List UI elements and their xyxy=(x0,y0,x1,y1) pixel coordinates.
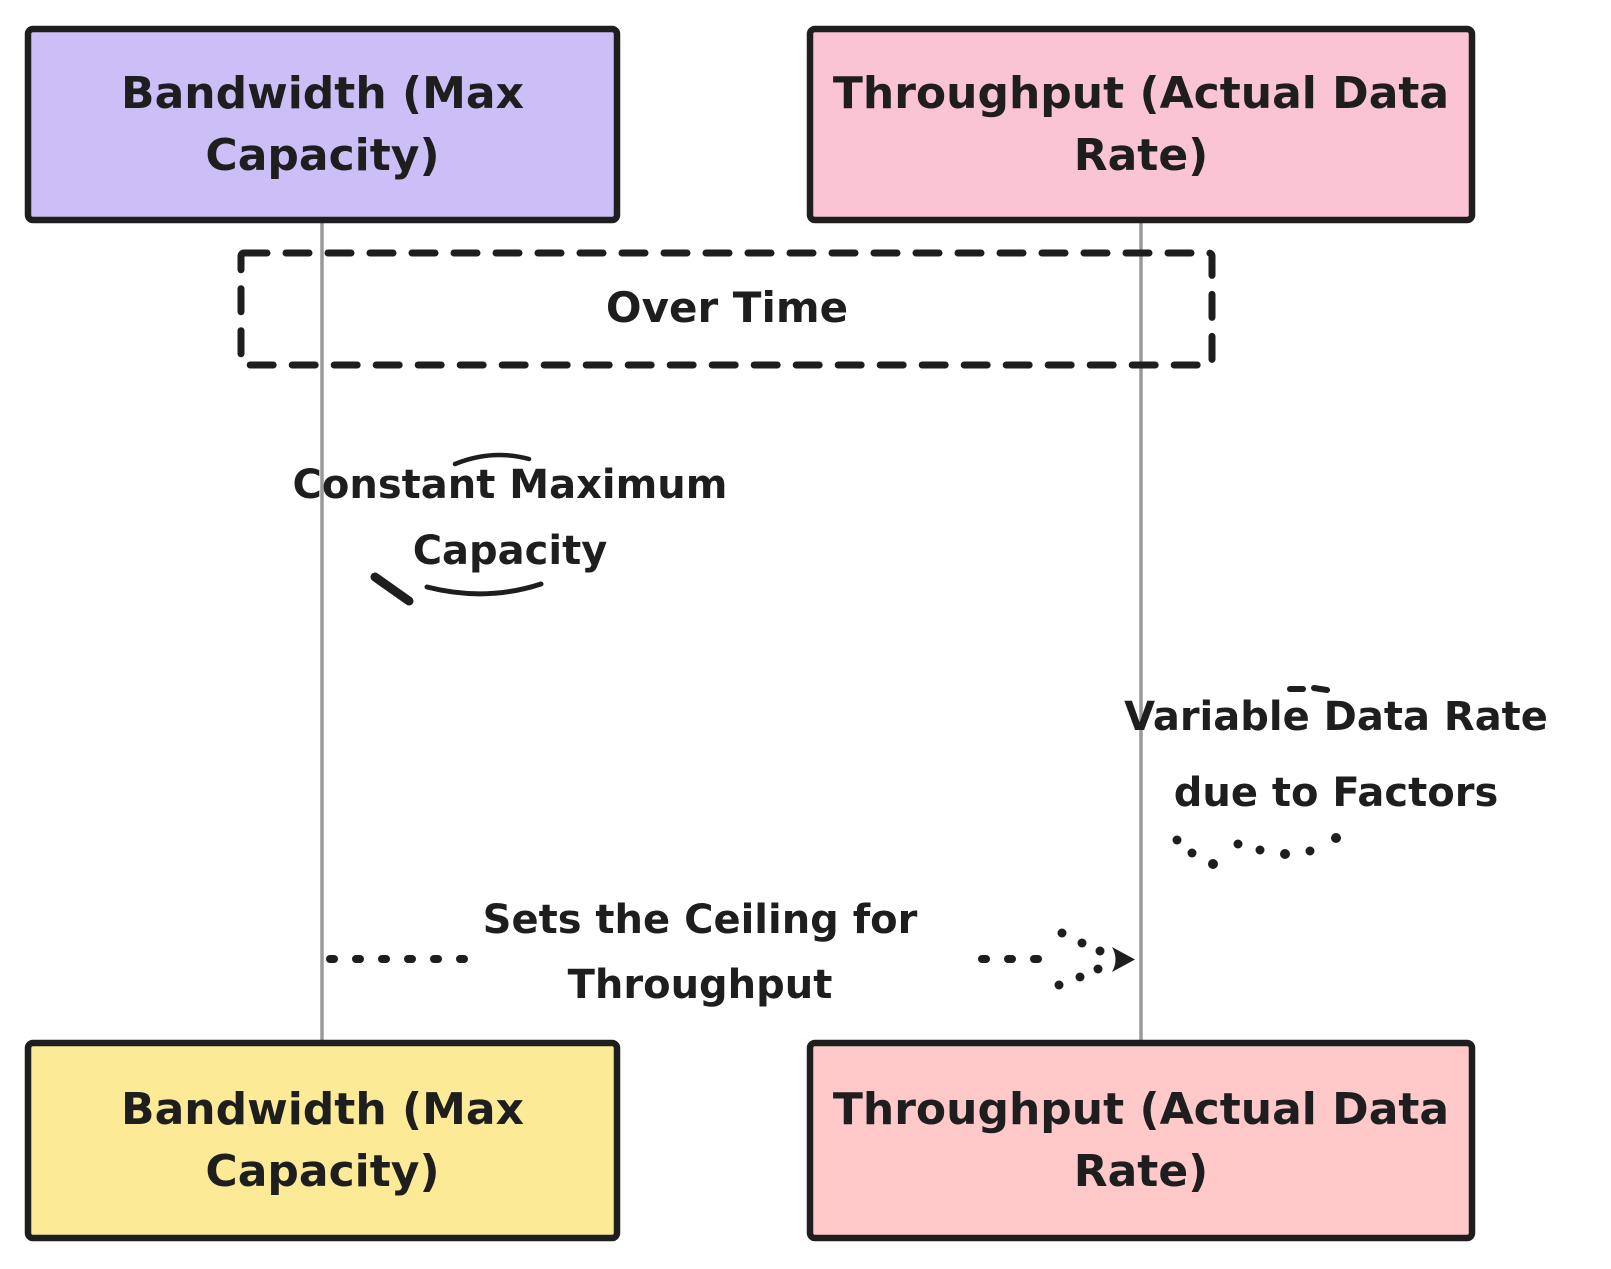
actor-box-bandwidth-top xyxy=(24,25,621,224)
arrowhead-dot xyxy=(1095,946,1105,956)
label-line: Throughput (Actual Data xyxy=(832,67,1450,119)
variable-loop-dot xyxy=(1255,845,1265,855)
label-line: Throughput xyxy=(567,962,833,1008)
variable-loop-dot xyxy=(1172,835,1182,845)
variable-loop-dots xyxy=(1172,685,1341,869)
variable-loop-dot xyxy=(1331,833,1341,843)
arrowhead-dot xyxy=(1093,964,1103,974)
arrowhead-dot xyxy=(1077,938,1087,948)
label-line: due to Factors xyxy=(1173,770,1499,816)
arrowhead-dot xyxy=(1075,972,1085,982)
over-time-label: Over Time xyxy=(527,285,927,331)
label-line: Bandwidth (Max xyxy=(121,1083,524,1135)
sets-ceiling-label: Sets the Ceiling for Throughput xyxy=(430,888,970,1018)
constant-loop-arc-top xyxy=(452,452,532,467)
variable-loop-dash-top-2 xyxy=(1311,685,1330,693)
variable-data-rate-label: Variable Data Rate due to Factors xyxy=(1086,679,1586,831)
label-line: Rate) xyxy=(1073,1145,1209,1197)
variable-loop-dot xyxy=(1305,846,1315,856)
actor-label-throughput-bottom: Throughput (Actual Data Rate) xyxy=(810,1043,1472,1238)
arrowhead-dot xyxy=(1057,928,1067,938)
label-line: Capacity) xyxy=(205,1145,440,1197)
label-line: Variable Data Rate xyxy=(1124,694,1548,740)
constant-max-capacity-label: Constant Maximum Capacity xyxy=(250,452,770,584)
label-line: Bandwidth (Max xyxy=(121,67,524,119)
over-time-frame-border xyxy=(237,249,1216,369)
constant-loop-strokes xyxy=(370,452,544,606)
actor-label-bandwidth-top: Bandwidth (Max Capacity) xyxy=(28,29,617,220)
actor-box-throughput-top xyxy=(806,25,1476,224)
actor-label-throughput-top: Throughput (Actual Data Rate) xyxy=(810,29,1472,220)
label-line: Over Time xyxy=(605,283,849,332)
label-line: Sets the Ceiling for xyxy=(482,897,918,943)
arrowhead-dot xyxy=(1054,980,1064,990)
ceiling-message-arrowhead xyxy=(1054,928,1135,990)
actor-label-bandwidth-bottom: Bandwidth (Max Capacity) xyxy=(28,1043,617,1238)
actor-box-throughput-bottom xyxy=(806,1039,1476,1242)
actor-box-bandwidth-bottom xyxy=(24,1039,621,1242)
variable-loop-dot xyxy=(1208,859,1218,869)
label-line: Capacity) xyxy=(205,129,440,181)
label-line: Throughput (Actual Data xyxy=(832,1083,1450,1135)
label-line: Constant Maximum xyxy=(292,462,728,508)
variable-loop-dot xyxy=(1233,839,1243,849)
label-line: Capacity xyxy=(412,528,608,574)
constant-loop-arc-bottom xyxy=(424,581,544,597)
label-line: Rate) xyxy=(1073,129,1209,181)
constant-loop-arrowhead-stroke xyxy=(370,572,414,606)
arrowhead-tip xyxy=(1112,947,1135,972)
variable-loop-dot xyxy=(1187,848,1197,858)
variable-loop-dot xyxy=(1280,849,1290,859)
